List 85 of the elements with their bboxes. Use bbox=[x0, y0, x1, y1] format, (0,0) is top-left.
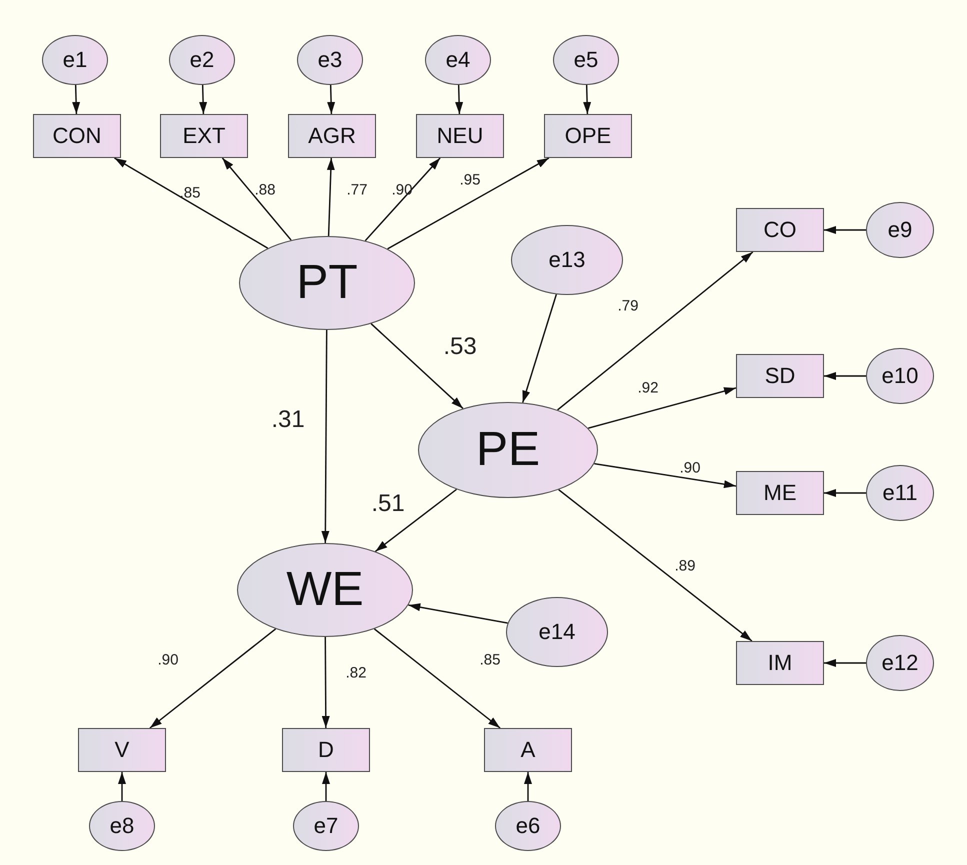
variable-name: e7 bbox=[314, 815, 338, 837]
arrow bbox=[374, 488, 457, 552]
variable-name: e12 bbox=[882, 652, 918, 674]
variable-name: SD bbox=[764, 365, 796, 387]
path-coefficient: .88 bbox=[254, 182, 276, 198]
arrow bbox=[824, 226, 866, 234]
variable-name: AGR bbox=[308, 125, 356, 147]
arrow bbox=[583, 84, 592, 114]
variable-name: NEU bbox=[436, 125, 484, 147]
variable-name: e11 bbox=[882, 482, 918, 504]
arrow bbox=[118, 772, 126, 801]
observed-variable-box bbox=[282, 728, 370, 772]
arrow bbox=[824, 659, 866, 667]
variable-name: e13 bbox=[548, 249, 586, 271]
variable-name: A bbox=[520, 739, 536, 761]
arrow bbox=[114, 157, 268, 249]
variable-name: e14 bbox=[538, 621, 576, 643]
path-coefficient: .53 bbox=[443, 335, 477, 359]
path-coefficient: .90 bbox=[158, 652, 178, 668]
path-coefficient: .85 bbox=[180, 186, 200, 200]
path-coefficient: .90 bbox=[392, 182, 412, 198]
variable-name: e9 bbox=[888, 219, 912, 241]
variable-name: e2 bbox=[190, 49, 214, 71]
arrow bbox=[522, 294, 557, 403]
variable-name: CO bbox=[764, 219, 796, 241]
arrow bbox=[199, 84, 208, 114]
variable-name: PE bbox=[476, 426, 540, 474]
observed-variable-box bbox=[33, 114, 121, 158]
path-coefficient: .89 bbox=[674, 558, 696, 574]
path-coefficient: .95 bbox=[460, 172, 480, 188]
observed-variable-box bbox=[736, 208, 824, 252]
observed-variable-box bbox=[484, 728, 572, 772]
variable-name: CON bbox=[52, 125, 102, 147]
path-coefficient: .77 bbox=[346, 182, 368, 198]
arrow bbox=[370, 323, 464, 409]
variable-name: D bbox=[318, 739, 334, 761]
variable-name: e1 bbox=[62, 49, 88, 71]
arrow bbox=[387, 157, 550, 250]
variable-name: e4 bbox=[446, 49, 470, 71]
arrow bbox=[824, 372, 866, 380]
arrow bbox=[594, 462, 736, 488]
path-coefficient: .31 bbox=[271, 408, 305, 432]
path-coefficient: .79 bbox=[618, 298, 638, 314]
path-coefficient: .92 bbox=[638, 380, 658, 396]
arrow bbox=[327, 84, 336, 114]
variable-name: e10 bbox=[882, 365, 918, 387]
path-coefficient: .85 bbox=[480, 652, 500, 668]
arrow bbox=[72, 84, 80, 114]
observed-variable-box bbox=[736, 471, 824, 515]
variable-name: e8 bbox=[110, 815, 134, 837]
arrow bbox=[364, 158, 441, 242]
arrow bbox=[149, 628, 276, 729]
observed-variable-box bbox=[160, 114, 248, 158]
path-coefficient: .90 bbox=[680, 460, 700, 476]
observed-variable-box bbox=[736, 354, 824, 398]
arrow bbox=[374, 628, 501, 729]
variable-name: V bbox=[114, 739, 130, 761]
arrow bbox=[557, 251, 754, 410]
observed-variable-box bbox=[78, 728, 166, 772]
variable-name: PT bbox=[296, 259, 358, 307]
variable-name: ME bbox=[764, 482, 796, 504]
variable-name: e3 bbox=[318, 49, 342, 71]
arrow bbox=[222, 158, 292, 241]
variable-name: WE bbox=[286, 566, 364, 614]
observed-variable-box bbox=[736, 641, 824, 685]
variable-name: EXT bbox=[182, 125, 226, 147]
observed-variable-box bbox=[544, 114, 632, 158]
arrow bbox=[824, 489, 866, 497]
path-coefficient: .82 bbox=[346, 666, 366, 680]
arrow bbox=[408, 603, 508, 624]
arrow bbox=[524, 772, 532, 801]
arrow bbox=[322, 772, 330, 801]
path-coefficient: .51 bbox=[371, 492, 405, 516]
variable-name: IM bbox=[768, 652, 792, 674]
arrow bbox=[321, 330, 330, 543]
arrow bbox=[455, 84, 464, 114]
variable-name: OPE bbox=[564, 125, 612, 147]
observed-variable-box bbox=[416, 114, 504, 158]
arrow bbox=[326, 158, 335, 236]
arrow bbox=[322, 637, 330, 728]
arrow bbox=[588, 387, 736, 429]
variable-name: e6 bbox=[516, 815, 540, 837]
variable-name: e5 bbox=[574, 49, 598, 71]
observed-variable-box bbox=[288, 114, 376, 158]
arrow bbox=[558, 489, 752, 642]
